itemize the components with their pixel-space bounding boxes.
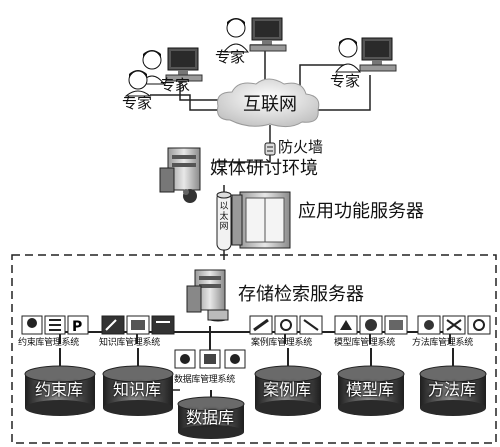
storage-server-icon (186, 269, 229, 322)
app-server-label: 应用功能服务器 (298, 201, 424, 222)
storage-boundary (11, 254, 497, 444)
knowledge-system-icons (101, 315, 175, 335)
knowledge-system-label: 知识库管理系统 (99, 338, 160, 348)
app-server-icon (231, 191, 291, 249)
cylinder-method-db (419, 365, 487, 416)
media-server-icon (159, 147, 201, 203)
firewall-icon (264, 142, 276, 156)
constraint-system-icons: P (21, 315, 89, 335)
internet-cloud (217, 78, 320, 128)
expert-workstation-3 (334, 37, 397, 73)
database-system-icons (174, 349, 246, 369)
data-db-label: 数据库 (186, 408, 235, 427)
ethernet-pipe (216, 191, 232, 251)
cylinder-data-db (177, 396, 245, 439)
cylinder-case-db (254, 365, 322, 416)
firewall-label: 防火墙 (278, 138, 324, 156)
expert-label-2: 专家 (122, 94, 153, 112)
expert-workstation-2 (138, 47, 203, 85)
method-db-label: 方法库 (428, 380, 477, 399)
case-system-label: 案例库管理系统 (251, 338, 312, 348)
ethernet-label: 以太网 (219, 202, 229, 232)
model-system-label: 模型库管理系统 (334, 338, 395, 348)
expert-workstation-4 (124, 70, 152, 97)
case-db-label: 案例库 (263, 380, 312, 399)
method-system-icons (417, 315, 491, 335)
svg-text:P: P (72, 319, 82, 335)
cylinder-constraint-db (24, 365, 96, 416)
constraint-db-label: 约束库 (35, 380, 84, 399)
expert-label-4: 专家 (160, 76, 191, 94)
expert-workstation-1 (222, 17, 287, 53)
media-env-label: 媒体研讨环境 (210, 158, 318, 179)
database-system-label: 数据库管理系统 (174, 375, 235, 385)
cylinder-model-db (337, 365, 405, 416)
cylinder-knowledge-db (102, 365, 174, 416)
db-connectors (59, 348, 454, 397)
expert-label-3: 专家 (330, 72, 361, 90)
constraint-system-label: 约束库管理系统 (18, 338, 79, 348)
expert-label-1: 专家 (215, 48, 246, 66)
knowledge-db-label: 知识库 (113, 380, 162, 399)
storage-server-label: 存储检索服务器 (238, 284, 364, 305)
model-system-icons (334, 315, 408, 335)
model-db-label: 模型库 (346, 380, 395, 399)
internet-label: 互联网 (243, 94, 297, 115)
case-system-icons (249, 315, 323, 335)
method-system-label: 方法库管理系统 (412, 338, 473, 348)
